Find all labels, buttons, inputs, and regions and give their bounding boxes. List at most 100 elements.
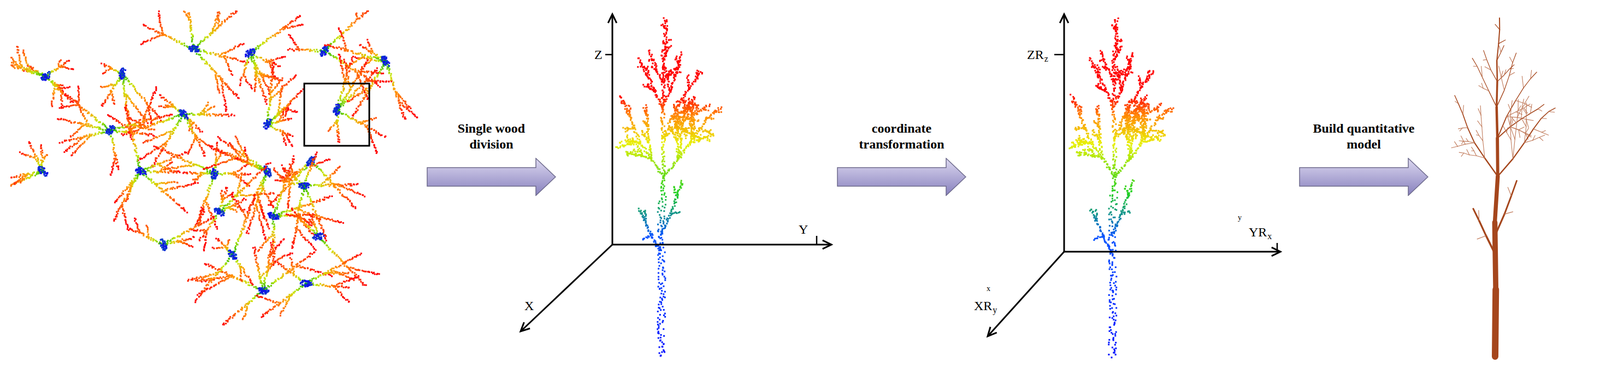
point	[353, 21, 356, 24]
point	[358, 52, 360, 55]
point	[216, 12, 219, 14]
point	[25, 56, 27, 58]
point	[282, 26, 285, 29]
point	[277, 65, 280, 68]
point	[377, 79, 380, 82]
point	[382, 61, 385, 63]
point	[360, 74, 363, 76]
point	[39, 73, 41, 76]
point	[382, 72, 385, 75]
point	[365, 12, 368, 14]
point	[366, 98, 369, 100]
point	[376, 67, 379, 69]
point	[351, 22, 353, 25]
point	[266, 60, 268, 62]
point	[185, 45, 188, 47]
point	[222, 95, 225, 97]
point	[267, 74, 269, 77]
point	[244, 55, 247, 58]
point	[311, 49, 314, 52]
point	[255, 79, 257, 82]
point	[240, 77, 243, 79]
point	[54, 88, 56, 91]
point	[189, 16, 192, 19]
point	[274, 33, 276, 36]
point	[132, 84, 134, 87]
point	[292, 39, 294, 42]
point	[351, 58, 353, 61]
point	[266, 98, 268, 101]
point	[387, 80, 390, 83]
point	[215, 77, 217, 79]
point	[370, 48, 373, 50]
point	[148, 111, 151, 114]
point	[264, 101, 267, 103]
point	[370, 57, 373, 59]
point	[195, 46, 198, 49]
point	[268, 62, 271, 65]
point	[51, 81, 54, 84]
point	[125, 93, 127, 96]
point	[156, 114, 158, 116]
point	[189, 24, 192, 27]
point	[254, 62, 257, 64]
point	[289, 34, 292, 37]
point	[178, 41, 181, 44]
point	[211, 68, 214, 71]
point	[267, 88, 270, 91]
point	[294, 43, 297, 46]
point	[67, 86, 69, 89]
point	[61, 87, 64, 90]
point	[353, 90, 356, 92]
point	[349, 67, 352, 70]
point	[392, 84, 394, 86]
point	[134, 88, 137, 91]
point	[348, 96, 351, 99]
point	[399, 102, 402, 104]
point	[154, 30, 157, 33]
point	[350, 95, 352, 98]
point	[309, 50, 311, 52]
point	[362, 14, 364, 16]
point	[367, 70, 370, 73]
point	[335, 57, 338, 60]
point	[344, 46, 347, 49]
point	[99, 85, 102, 88]
point	[346, 100, 349, 103]
point	[364, 80, 366, 83]
point	[243, 43, 245, 45]
point	[379, 80, 382, 82]
point	[296, 45, 299, 48]
point	[125, 102, 127, 105]
point	[126, 118, 129, 121]
point	[225, 51, 227, 53]
point	[323, 51, 326, 54]
point	[275, 58, 277, 61]
point	[10, 56, 13, 59]
point	[108, 93, 111, 96]
point	[193, 45, 196, 47]
point	[18, 56, 21, 58]
point	[227, 65, 230, 68]
point	[191, 44, 194, 47]
point	[207, 36, 209, 38]
point	[388, 72, 391, 75]
point	[297, 16, 300, 19]
point	[244, 54, 247, 56]
point	[67, 60, 70, 62]
point	[221, 86, 224, 88]
point	[261, 87, 264, 90]
point	[248, 57, 250, 60]
point	[140, 97, 143, 99]
point	[46, 76, 49, 79]
point	[36, 73, 38, 75]
point	[321, 55, 323, 57]
point	[288, 48, 291, 50]
point	[293, 25, 296, 28]
point	[361, 15, 364, 18]
point	[215, 72, 218, 75]
point	[249, 48, 252, 51]
point	[145, 25, 147, 27]
point	[120, 68, 123, 71]
point	[276, 78, 279, 80]
